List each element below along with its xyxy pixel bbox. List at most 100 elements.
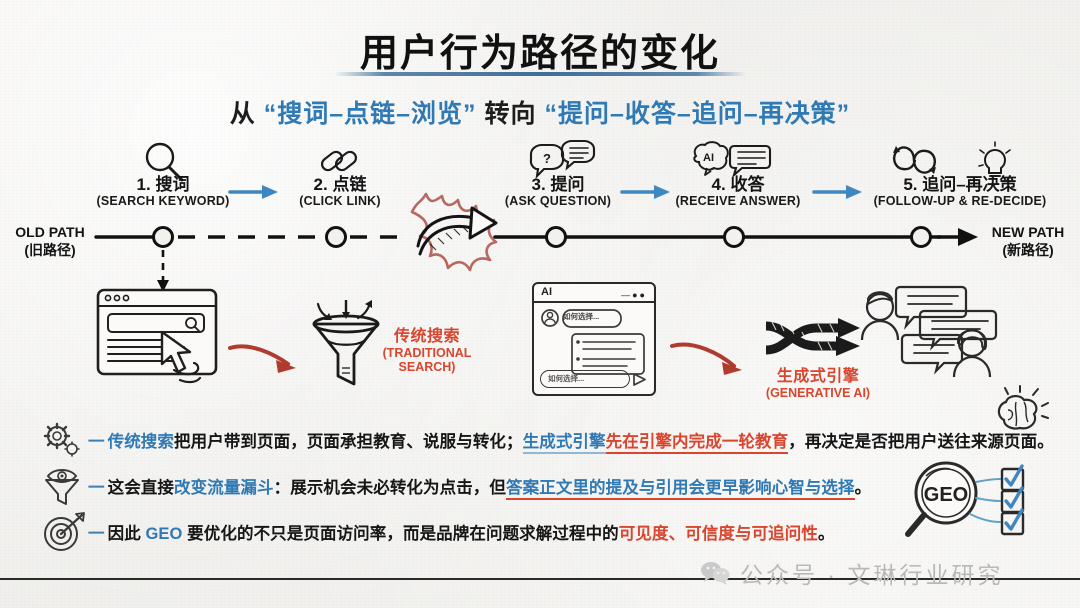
traditional-cn: 传统搜索 [393, 328, 460, 345]
traditional-en-1: (TRADITIONAL [382, 345, 472, 360]
ai-window-app-label: AI [541, 286, 552, 298]
step-1-cn: 1. 搜词 [136, 175, 190, 194]
traditional-search-label: 传统搜索 (TRADITIONAL SEARCH) [372, 328, 482, 374]
timeline-node-5 [910, 226, 932, 248]
timeline-axis [94, 228, 978, 246]
bullet-1-part-3: 先在引擎内完成一轮教育 [605, 433, 789, 454]
new-path-label: NEW PATH (新路径) [978, 224, 1078, 259]
bullet-2-part-4: 。 [854, 479, 872, 497]
watermark-text: 公众号 · 文琳行业研究 [740, 562, 1004, 588]
step-2-en: (CLICK LINK) [299, 193, 381, 208]
lightbulb-icon [978, 141, 1011, 177]
step-4-cn: 4. 收答 [711, 175, 765, 194]
step-5-en: (FOLLOW-UP & RE-DECIDE) [873, 193, 1047, 208]
step-5-cn: 5. 追问–再决策 [903, 175, 1017, 194]
old-path-cn: (旧路径) [24, 241, 76, 258]
generative-cn: 生成式引擎 [776, 368, 860, 385]
blue-arrow-2 [620, 185, 670, 199]
timeline-step-4: 4. 收答 (RECEIVE ANSWER) [653, 176, 823, 208]
timeline-step-3: 3. 提问 (ASK QUESTION) [473, 176, 643, 208]
browser-mockup[interactable] [96, 288, 226, 393]
ai-chat-input-placeholder: 如何选择... [548, 374, 585, 383]
svg-text:?: ? [543, 151, 551, 166]
bullet-2-part-3: 答案正文里的提及与引用会更早影响心智与选择 [506, 479, 855, 500]
timeline-node-4 [723, 226, 745, 248]
timeline-node-1 [152, 226, 174, 248]
bullet-3-part-2: 要优化的不只是页面访问率，而是品牌在问题求解过程中的 [182, 525, 619, 543]
bullet-1-part-4: ，再决定是否把用户送往来源页面。 [788, 433, 1054, 451]
people-chat-icon [860, 285, 998, 378]
title-underline [334, 72, 746, 76]
bullet-3-part-4: 。 [817, 525, 835, 543]
bullet-1-dash: 一 [88, 433, 105, 451]
footer-watermark: 公众号 · 文琳行业研究 [700, 556, 1003, 590]
bullet-2-part-0: 这会直接 [107, 479, 175, 497]
ai-chat-window[interactable]: AI —●● 如何选择... 如何选择... [532, 282, 656, 396]
new-path-en: NEW PATH [991, 224, 1065, 240]
gear-icon [43, 422, 80, 457]
bullet-1: 一传统搜索把用户带到页面，页面承担教育、说服与转化；生成式引擎先在引擎内完成一轮… [88, 428, 1054, 454]
new-path-cn: (新路径) [1002, 241, 1054, 258]
bullet-1-part-1: 把用户带到页面，页面承担教育、说服与转化； [174, 433, 523, 451]
timeline-node-3 [545, 226, 567, 248]
question-chat-icon: ? [529, 139, 596, 179]
timeline-step-2: 2. 点链 (CLICK LINK) [255, 176, 425, 208]
target-icon [44, 512, 85, 551]
page-title: 用户行为路径的变化 [359, 33, 720, 75]
timeline-node-2 [325, 226, 347, 248]
step-1-en: (SEARCH KEYWORD) [96, 193, 230, 208]
bullet-3-part-0: 因此 [107, 525, 146, 543]
bullet-2-part-1: 改变流量漏斗 [174, 479, 274, 497]
step-3-cn: 3. 提问 [531, 175, 585, 194]
bullet-3-part-1: GEO [145, 525, 183, 543]
chain-link-icon [320, 150, 358, 172]
brain-idea-icon [997, 385, 1049, 430]
magnifier-icon [145, 142, 184, 182]
timeline-step-1: 1. 搜词 (SEARCH KEYWORD) [78, 176, 248, 208]
bullet-3-dash: 一 [88, 525, 105, 543]
subtitle-middle: 转向 [476, 100, 545, 128]
old-path-en: OLD PATH [15, 224, 85, 240]
old-path-label: OLD PATH (旧路径) [4, 224, 96, 259]
ai-conversation [541, 309, 645, 375]
wechat-icon [701, 562, 730, 585]
generative-en: (GENERATIVE AI) [765, 385, 871, 400]
disruption-burst-icon [410, 192, 498, 272]
bullet-2: 一这会直接改变流量漏斗：展示机会未必转化为点击，但答案正文里的提及与引用会更早影… [88, 474, 872, 500]
blue-arrow-3 [812, 185, 862, 199]
bullet-2-part-2: ：展示机会未必转化为点击，但 [273, 479, 507, 497]
hand-cursor-icon [160, 330, 202, 384]
magnifier-checklist-icon: GEO [905, 461, 1025, 537]
timeline-step-5: 5. 追问–再决策 (FOLLOW-UP & RE-DECIDE) [840, 176, 1080, 208]
ai-chat-input[interactable]: 如何选择... [540, 370, 630, 388]
red-arrow-1 [228, 344, 296, 373]
geo-badge-label: GEO [924, 484, 968, 506]
send-icon[interactable] [632, 372, 647, 387]
red-arrow-2 [670, 342, 742, 375]
bullet-3-part-3: 可见度、可信度与可追问性 [618, 525, 818, 543]
window-controls[interactable]: —●● [621, 290, 647, 300]
down-dashed-arrow [157, 250, 169, 292]
generative-ai-label: 生成式引擎 (GENERATIVE AI) [748, 368, 888, 400]
user-avatar-icon [541, 309, 559, 327]
split-arrows-icon [765, 318, 860, 356]
eye-funnel-icon [45, 469, 79, 505]
subtitle-prefix: 从 [229, 100, 264, 128]
blue-arrow-1 [228, 185, 278, 199]
svg-text:AI: AI [703, 152, 714, 164]
bullet-2-dash: 一 [88, 479, 105, 497]
bullet-1-part-0: 传统搜索 [107, 433, 175, 451]
traditional-en-2: SEARCH) [398, 359, 456, 374]
step-2-cn: 2. 点链 [313, 175, 367, 194]
subtitle-new-path: “提问–收答–追问–再决策” [544, 100, 851, 128]
ai-user-bubble-text: 如何选择... [563, 312, 600, 321]
ai-brain-chat-icon: AI [693, 141, 772, 179]
page-subtitle: 从 “搜词–点链–浏览” 转向 “提问–收答–追问–再决策” [0, 94, 1080, 130]
bullet-1-part-2: 生成式引擎 [522, 433, 606, 454]
funnel-icon [312, 300, 380, 386]
footer-divider [0, 578, 1080, 580]
loop-arrows-icon [892, 146, 937, 174]
bullet-3: 一因此 GEO 要优化的不只是页面访问率，而是品牌在问题求解过程中的可见度、可信… [88, 520, 835, 544]
step-4-en: (RECEIVE ANSWER) [675, 193, 801, 208]
